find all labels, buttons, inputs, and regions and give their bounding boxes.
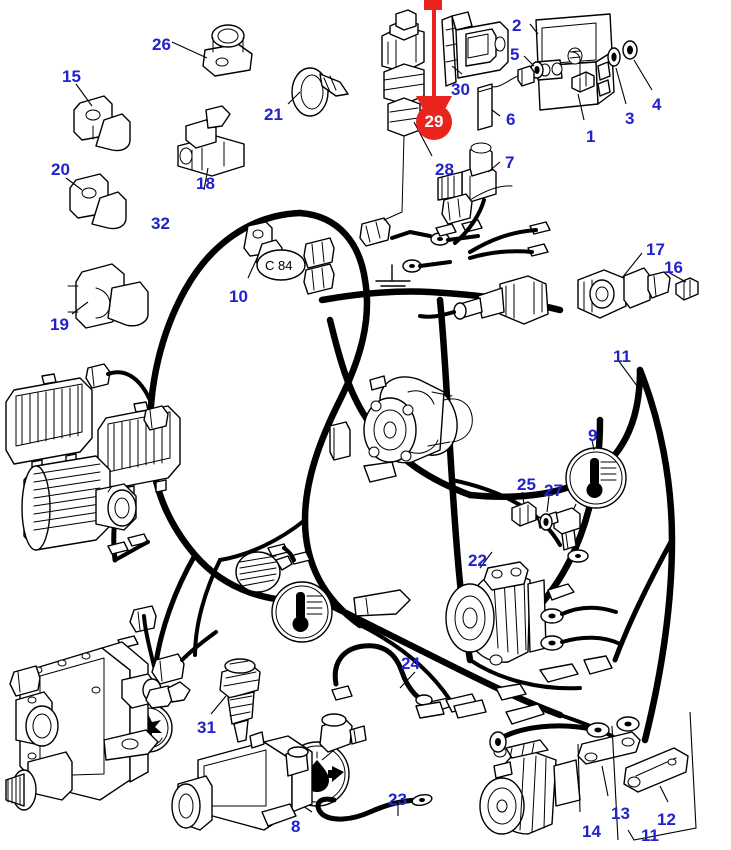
blade-terminal-upper-mid (353, 589, 411, 617)
connectors-lower-left (9, 630, 218, 709)
ground-symbol (375, 264, 411, 292)
hose-clip-26 (202, 24, 253, 77)
connector-code-c84: C 84 (265, 258, 293, 273)
part-label-4[interactable]: 4 (652, 95, 662, 114)
valve-fitting-7 (437, 142, 497, 203)
part-label-21[interactable]: 21 (264, 105, 283, 124)
part-label-7[interactable]: 7 (505, 153, 515, 172)
mounting-bracket-30 (441, 11, 509, 87)
fastener-27 (539, 513, 553, 531)
left-harness-connectors (85, 363, 169, 672)
part-label-23[interactable]: 23 (388, 790, 407, 809)
part-label-30[interactable]: 30 (451, 80, 470, 99)
part-label-26[interactable]: 26 (152, 35, 171, 54)
part-label-2[interactable]: 2 (512, 16, 522, 35)
small-connectors-mid (267, 543, 311, 565)
connector-code-c84-oval (256, 249, 306, 281)
sleeve-6b (477, 83, 493, 131)
alternator-cables (415, 583, 622, 719)
part-label-14[interactable]: 14 (582, 822, 601, 841)
work-lamp-1 (5, 373, 93, 473)
relay-assembly-28 (381, 9, 425, 213)
cable-clip-20 (69, 173, 127, 230)
part-label-24[interactable]: 24 (401, 654, 420, 673)
part-label-13[interactable]: 13 (611, 804, 630, 823)
cable-clip-15 (73, 95, 131, 152)
bolt-16 (675, 277, 699, 301)
part-label-20[interactable]: 20 (51, 160, 70, 179)
connector-17 (577, 267, 671, 319)
fastener-3 (607, 47, 621, 67)
blower-motor (21, 455, 137, 551)
rotary-switch (235, 551, 293, 593)
cable-clip-19 (67, 263, 149, 329)
bolt-1 (571, 71, 595, 93)
alternator-bracket-22 (483, 561, 529, 591)
part-label-27[interactable]: 27 (544, 481, 563, 500)
temperature-sensor-body (537, 507, 581, 551)
red-down-arrow (416, 0, 452, 130)
part-label-9[interactable]: 9 (588, 426, 598, 445)
part-label-3[interactable]: 3 (625, 109, 635, 128)
link-bar-12 (623, 747, 689, 793)
part-label-25[interactable]: 25 (517, 475, 536, 494)
thermometer-callout-lower (271, 581, 333, 643)
electrical-connector-18 (177, 105, 245, 177)
oil-pressure-switch-body (319, 713, 367, 753)
ground-strap-23 (315, 793, 433, 822)
part-label-22[interactable]: 22 (468, 551, 487, 570)
cable-tie-clamp-21 (291, 67, 349, 117)
control-module-2 (535, 13, 615, 111)
terminal-near-sensor (567, 549, 589, 563)
ac-compressor (363, 375, 473, 483)
part-label-18[interactable]: 18 (196, 174, 215, 193)
part-label-11[interactable]: 11 (613, 347, 631, 366)
part-label-12[interactable]: 12 (657, 810, 676, 829)
part-label-15[interactable]: 15 (62, 67, 81, 86)
part-label-1[interactable]: 1 (586, 127, 596, 146)
hydraulic-pump-assembly (5, 641, 162, 811)
part-label-5[interactable]: 5 (510, 45, 520, 64)
part-label-6[interactable]: 6 (506, 110, 516, 129)
part-label-10[interactable]: 10 (229, 287, 248, 306)
connector-upper-right (441, 185, 513, 225)
part-label-17[interactable]: 17 (646, 240, 665, 259)
part-label-19[interactable]: 19 (50, 315, 69, 334)
fastener-4 (622, 40, 638, 60)
fastener-25 (511, 501, 537, 527)
highlight-badge-29: 29 (416, 104, 452, 140)
hydraulic-control-box (171, 731, 313, 831)
thermometer-callout-9 (565, 447, 627, 509)
part-label-32[interactable]: 32 (151, 214, 170, 233)
part-label-16[interactable]: 16 (664, 258, 683, 277)
part-label-8[interactable]: 8 (291, 817, 301, 836)
part-label-28[interactable]: 28 (435, 160, 454, 179)
inline-connector-large (418, 275, 549, 325)
starter-motor (479, 739, 581, 835)
temperature-switch-31 (219, 658, 261, 743)
part-label-31[interactable]: 31 (197, 718, 216, 737)
bracket-near-compressor (329, 421, 351, 461)
sleeve-6a (517, 65, 535, 87)
harness-terminals-upper (303, 198, 551, 295)
battery-cables-14 (453, 699, 640, 753)
part-label-11b[interactable]: 11 (641, 826, 659, 845)
